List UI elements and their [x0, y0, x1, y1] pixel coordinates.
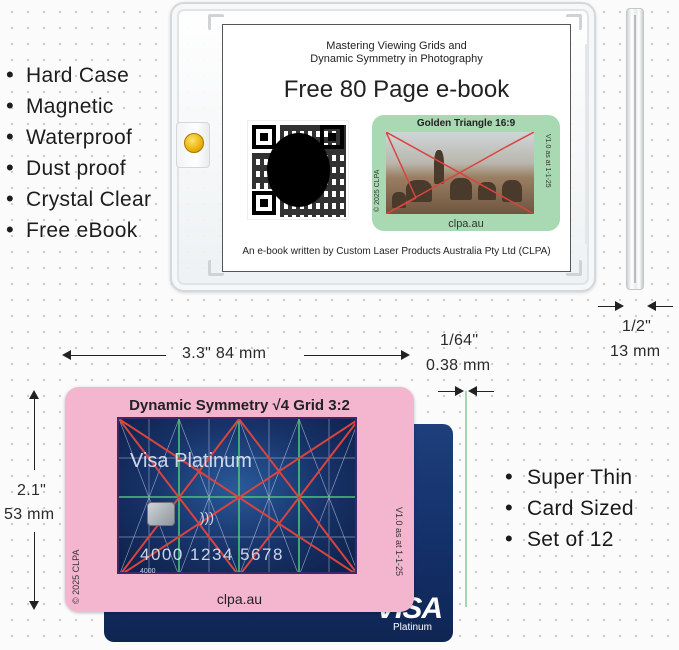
feature-item: Card Sized — [505, 493, 634, 524]
card-number-small: 4000 — [140, 568, 156, 575]
grid-card-title: Golden Triangle 16:9 — [416, 118, 516, 129]
case-corner — [566, 14, 582, 30]
case-depth-mm: 13 mm — [610, 343, 661, 360]
pink-card-copyright: © 2025 CLPA — [71, 549, 81, 605]
feature-item: Super Thin — [505, 462, 634, 493]
magnet-icon — [184, 133, 204, 153]
feature-item: Set of 12 — [505, 524, 634, 555]
chip-icon — [147, 502, 175, 526]
contactless-icon: ))) — [200, 509, 214, 525]
width-arrow-right — [304, 350, 410, 360]
ebook-title: Free 80 Page e-book — [283, 76, 510, 103]
case-side-profile — [626, 8, 644, 290]
width-arrow-left — [62, 350, 166, 360]
grid-card-copyright: © 2025 CLPA — [374, 169, 381, 212]
qr-redaction — [267, 133, 330, 207]
dynamic-symmetry-grid — [119, 419, 355, 572]
ebook-subtitle: Mastering Viewing Grids and — [326, 40, 467, 52]
case-corner — [208, 14, 224, 30]
card-visa-text: Visa Platinum — [130, 450, 252, 472]
card-number: 4000 1234 5678 — [140, 545, 284, 564]
thickness-in: 1/64" — [440, 332, 479, 349]
depth-arrow-left — [598, 301, 624, 311]
ebook-footer: An e-book written by Custom Laser Produc… — [242, 246, 551, 257]
golden-triangle-lines — [386, 132, 534, 214]
height-arrow-up — [29, 390, 39, 470]
height-arrow-down — [29, 532, 39, 610]
feature-item: Free eBook — [6, 215, 151, 246]
grid-viewing-window — [117, 417, 357, 574]
grid-card-url: clpa.au — [448, 218, 484, 230]
features-list-top: Hard Case Magnetic Waterproof Dust proof… — [6, 60, 151, 246]
pink-card-version: V1.0 as at 1-1-25 — [394, 507, 404, 577]
feature-item: Hard Case — [6, 60, 151, 91]
height-mm: 53 mm — [4, 506, 55, 523]
grid-card-title: Dynamic Symmetry √4 Grid 3:2 — [129, 397, 350, 414]
case-rail — [585, 44, 588, 244]
grid-card-version: V1.0 as at 1-1-25 — [544, 134, 551, 188]
visa-tier: Platinum — [393, 622, 432, 633]
thickness-arrow-left — [438, 386, 464, 396]
pink-card-url: clpa.au — [216, 591, 263, 607]
ebook-subtitle: Dynamic Symmetry in Photography — [310, 53, 483, 65]
case-corner — [208, 260, 224, 276]
thickness-line — [465, 391, 467, 607]
feature-item: Waterproof — [6, 122, 151, 153]
features-list-bottom: Super Thin Card Sized Set of 12 — [505, 462, 634, 555]
case-depth-in: 1/2" — [622, 318, 652, 335]
feature-item: Dust proof — [6, 153, 151, 184]
width-label: 3.3" 84 mm — [182, 345, 267, 362]
case-corner — [566, 260, 582, 276]
photo-soldiers — [386, 132, 534, 214]
feature-item: Crystal Clear — [6, 184, 151, 215]
feature-item: Magnetic — [6, 91, 151, 122]
thickness-mm: 0.38 mm — [426, 357, 491, 374]
depth-arrow-right — [647, 301, 673, 311]
thickness-arrow-right — [468, 386, 494, 396]
height-in: 2.1" — [17, 482, 47, 499]
